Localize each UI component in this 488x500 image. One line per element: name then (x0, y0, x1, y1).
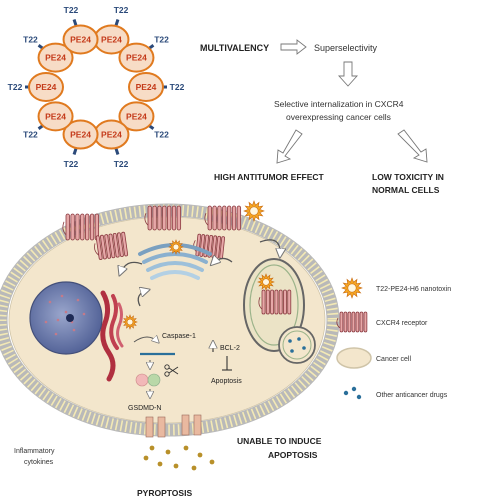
unable-label-1: UNABLE TO INDUCE (237, 436, 322, 446)
caspase-arrow (133, 337, 158, 342)
pe24-label: PE24 (45, 53, 66, 63)
pe24-label: PE24 (101, 130, 122, 140)
scissors-icon (164, 364, 179, 377)
endoplasmic-reticulum (100, 290, 124, 382)
arrow-right-icon (280, 39, 307, 55)
high-antitumor-label: HIGH ANTITUMOR EFFECT (214, 172, 325, 182)
ligand-label: T22 (114, 159, 129, 169)
legend-receptor-icon (336, 311, 368, 333)
bcl2-label: BCL-2 (220, 345, 240, 352)
inhibition-icon (222, 356, 232, 371)
pe24-domain (28, 72, 64, 102)
ligand-label: T22 (64, 5, 79, 15)
ligand-label: T22 (8, 82, 23, 92)
receptor-glyph (62, 213, 100, 241)
pe24-domain (37, 101, 74, 132)
ligand-label: T22 (154, 34, 169, 44)
drug-vesicle (278, 326, 316, 364)
receptor-glyph (204, 205, 242, 231)
internalization-label-1: Selective internalization in CXCR4 (274, 99, 404, 109)
ligand-label: T22 (170, 82, 185, 92)
superselectivity-label: Superselectivity (314, 43, 378, 53)
pe24-domain (128, 72, 164, 102)
cxcr4-receptors (62, 205, 242, 260)
nanotoxin-golgi-icon (168, 239, 184, 255)
legend-nanotoxin-label: T22-PE24-H6 nanotoxin (376, 286, 451, 293)
pe24-domain (62, 119, 99, 150)
pe24-domain (118, 101, 155, 132)
gasdermin-pores (145, 414, 202, 438)
unable-label-2: APOPTOSIS (268, 450, 318, 460)
pe24-label: PE24 (70, 34, 91, 44)
nanotoxin-icon (243, 200, 265, 222)
cytokines-label-2: cytokines (24, 459, 54, 466)
legend-nanotoxin-icon (341, 277, 363, 299)
pe24-label: PE24 (101, 34, 122, 44)
nucleus (29, 281, 103, 355)
nanotoxin-er-icon (122, 314, 138, 330)
arrow-down-icon (337, 61, 359, 87)
cancer-cell (0, 203, 340, 437)
pe24-label: PE24 (36, 82, 57, 92)
cytokine-dots (143, 445, 215, 471)
cytokines-label-1: Inflammatory (14, 448, 55, 455)
apoptosis-label: Apoptosis (211, 378, 242, 385)
nanotoxin-endosome-icon (257, 273, 275, 291)
legend-cancer-cell-icon (336, 347, 372, 369)
pe24-domain (37, 42, 74, 73)
ligand-label: T22 (154, 130, 169, 140)
legend-cancer-cell-label: Cancer cell (376, 356, 411, 363)
legend-drugs-icon (343, 386, 362, 400)
low-toxicity-label-1: LOW TOXICITY IN (372, 172, 444, 182)
pe24-label: PE24 (45, 111, 66, 121)
gsdmd-label: GSDMD-N (128, 405, 161, 412)
internalization-label-2: overexpressing cancer cells (286, 112, 391, 122)
pe24-label: PE24 (70, 130, 91, 140)
low-toxicity-label-2: NORMAL CELLS (372, 185, 440, 195)
receptor-glyph (258, 289, 292, 315)
ligand-label: T22 (114, 5, 129, 15)
pyroptosis-label: PYROPTOSIS (137, 488, 192, 498)
arrow-down-right-icon (397, 129, 428, 163)
pe24-label: PE24 (126, 53, 147, 63)
arrow-down-left-icon (276, 129, 303, 164)
pe24-domain (62, 24, 99, 55)
receptor-glyph (336, 311, 368, 333)
legend-drugs-label: Other anticancer drugs (376, 392, 448, 399)
ligand-label: T22 (23, 130, 38, 140)
endosome-receptor (258, 289, 292, 315)
legend-receptor-label: CXCR4 receptor (376, 320, 428, 327)
receptor-glyph (94, 231, 129, 260)
receptor-glyph (144, 205, 182, 231)
pe24-label: PE24 (136, 82, 157, 92)
ligand-label: T22 (23, 34, 38, 44)
intracellular-arrows (120, 239, 280, 307)
pe24-label: PE24 (126, 111, 147, 121)
multivalency-label: MULTIVALENCY (200, 43, 269, 53)
caspase-label: Caspase-1 (162, 333, 196, 340)
pe24-domain (118, 42, 155, 73)
gsdmd-fragments-icon (135, 373, 161, 387)
ligand-label: T22 (64, 159, 79, 169)
